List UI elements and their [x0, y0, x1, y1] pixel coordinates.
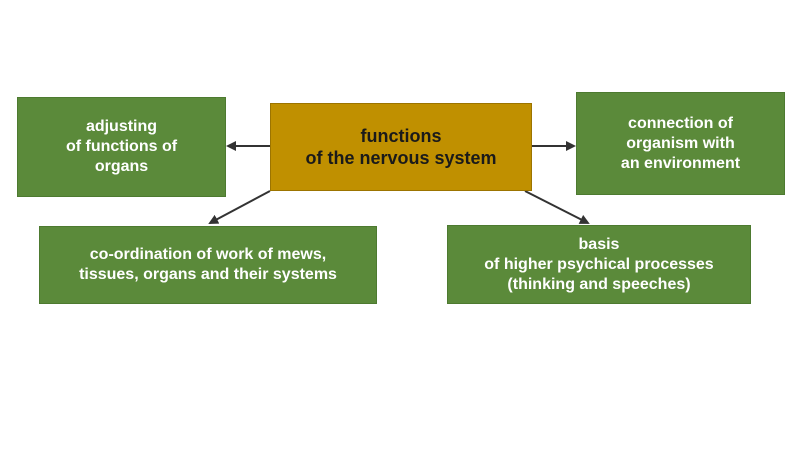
arrow-to-coordination [208, 190, 271, 224]
node-connection-environment: connection of organism with an environme… [576, 92, 785, 195]
arrow-to-basis [524, 190, 590, 224]
node-adjusting-functions: adjusting of functions of organs [17, 97, 226, 197]
node-basis-higher-processes: basis of higher psychical processes (thi… [447, 225, 751, 304]
node-coordination-of-work: co-ordination of work of mews, tissues, … [39, 226, 377, 304]
central-node-functions: functions of the nervous system [270, 103, 532, 191]
